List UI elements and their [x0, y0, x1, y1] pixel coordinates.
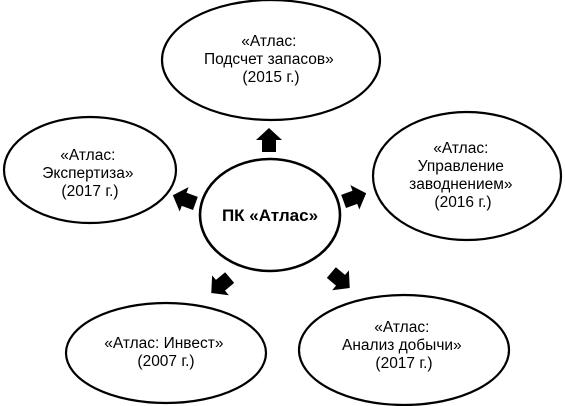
arrow-shape: [172, 187, 198, 212]
node-invest-line: (2007 г.): [137, 353, 194, 370]
node-production: «Атлас: Анализ добычи» (2017 г.): [297, 293, 511, 406]
arrow-to-production: [326, 267, 350, 291]
node-expertise-line: (2017 г.): [61, 183, 118, 200]
node-waterflood-line: заводнением»: [409, 176, 512, 193]
node-waterflood-line: Управление: [418, 158, 504, 175]
node-reserves: «Атлас: Подсчет запасов» (2015 г.): [160, 0, 382, 122]
node-waterflood-line: (2016 г.): [434, 194, 491, 211]
node-expertise-text: «Атлас: Экспертиза» (2017 г.): [42, 147, 138, 200]
node-expertise-ellipse: [2, 115, 178, 225]
node-invest-ellipse: [64, 301, 268, 405]
node-reserves-line: «Атлас:: [241, 33, 296, 50]
center-ellipse: [198, 157, 342, 273]
node-production-line: Анализ добычи»: [342, 337, 462, 354]
node-expertise-line: «Атлас:: [60, 147, 115, 164]
arrow-shape: [341, 185, 367, 210]
node-reserves-line: (2015 г.): [242, 69, 299, 86]
node-waterflood-line: «Атлас:: [433, 140, 488, 157]
node-reserves-line: Подсчет запасов»: [204, 51, 334, 68]
center-node: ПК «Атлас»: [198, 157, 342, 273]
node-waterflood: «Атлас: Управление заводнением» (2016 г.…: [371, 110, 563, 242]
arrow-shape: [211, 272, 235, 296]
arrow-to-reserves: [256, 128, 282, 152]
arrow-shape: [256, 128, 282, 152]
arrow-to-expertise: [172, 187, 198, 212]
node-waterflood-ellipse: [371, 110, 563, 242]
node-invest: «Атлас: Инвест» (2007 г.): [64, 301, 268, 405]
node-expertise: «Атлас: Экспертиза» (2017 г.): [2, 115, 178, 225]
node-production-text: «Атлас: Анализ добычи» (2017 г.): [342, 319, 466, 372]
node-production-ellipse: [297, 293, 511, 406]
node-reserves-ellipse: [160, 0, 382, 122]
arrow-to-invest: [211, 272, 235, 296]
node-production-line: «Атлас:: [374, 319, 429, 336]
arrow-shape: [326, 267, 350, 291]
node-reserves-text: «Атлас: Подсчет запасов» (2015 г.): [204, 33, 338, 86]
arrow-to-waterflood: [341, 185, 367, 210]
center-label: ПК «Атлас»: [222, 206, 318, 225]
node-invest-text: «Атлас: Инвест» (2007 г.): [104, 335, 228, 370]
node-production-line: (2017 г.): [375, 355, 432, 372]
node-waterflood-text: «Атлас: Управление заводнением» (2016 г.…: [409, 140, 517, 211]
node-expertise-line: Экспертиза»: [42, 165, 133, 182]
node-invest-line: «Атлас: Инвест»: [104, 335, 223, 352]
